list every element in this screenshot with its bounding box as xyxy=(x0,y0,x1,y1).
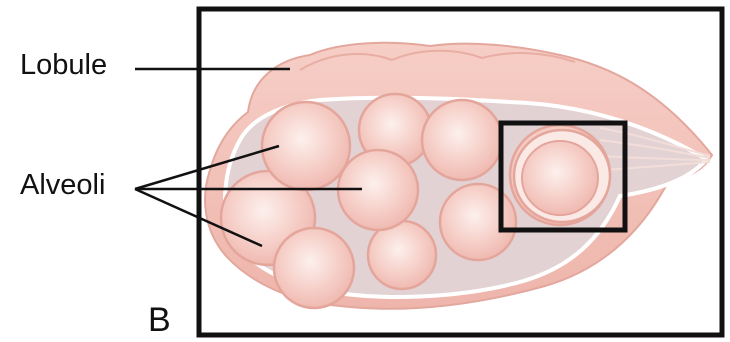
highlighted-alveolus xyxy=(514,130,610,222)
alveolus xyxy=(274,228,354,308)
alveolus xyxy=(422,100,502,180)
alveoli-label: Alveoli xyxy=(20,171,105,200)
lobule-label: Lobule xyxy=(20,51,107,80)
panel-letter: B xyxy=(148,303,171,337)
alveolus xyxy=(440,184,516,260)
